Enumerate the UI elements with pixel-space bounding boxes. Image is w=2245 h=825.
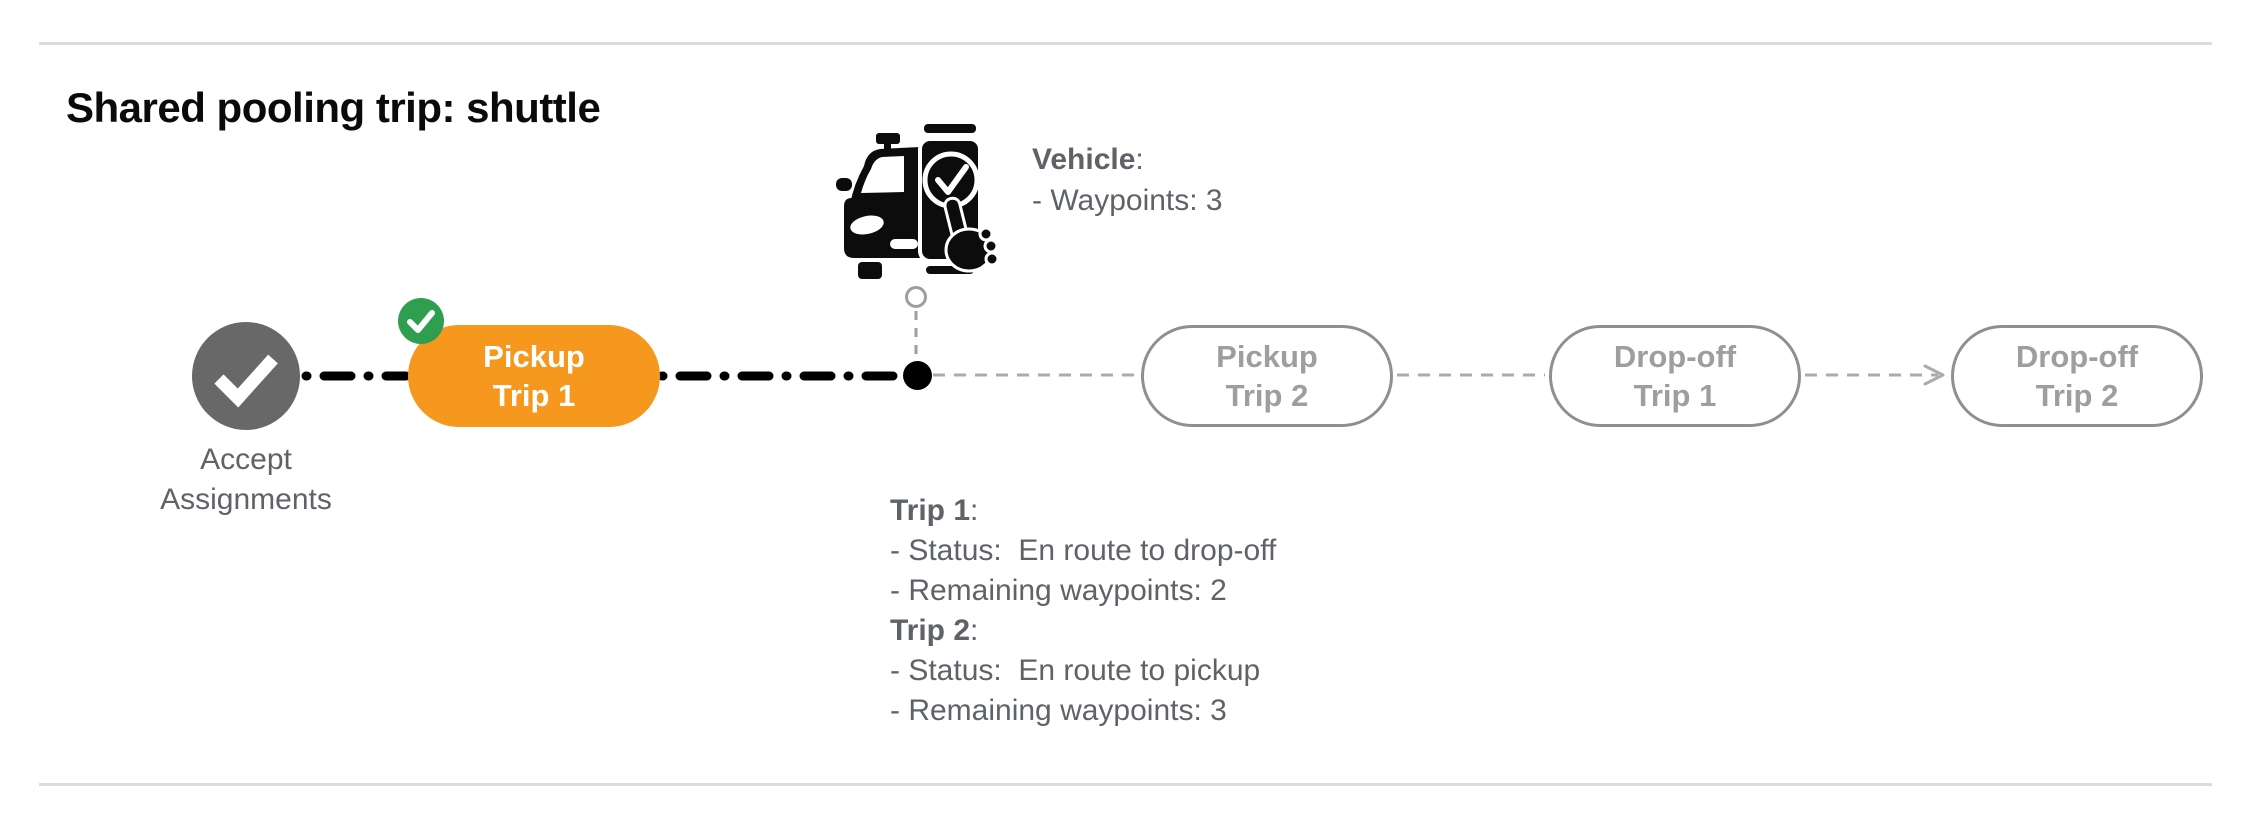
vehicle-position-ring-icon: [905, 286, 927, 308]
trip1-heading: Trip 1:: [890, 494, 979, 527]
node-pickup-trip-2: Pickup Trip 2: [1141, 325, 1393, 427]
trip2-remaining: - Remaining waypoints: 3: [890, 694, 1227, 727]
node-dropoff-trip-2: Drop-off Trip 2: [1951, 325, 2203, 427]
check-icon: [214, 354, 278, 408]
check-badge-icon: [398, 298, 444, 344]
taxi-phone-check-icon: [836, 120, 1000, 280]
vehicle-waypoints: - Waypoints: 3: [1032, 184, 1223, 217]
top-divider: [39, 42, 2212, 45]
trip2-status: - Status: En route to pickup: [890, 654, 1261, 687]
node-label-line2: Trip 1: [492, 378, 576, 413]
node-pickup-trip-1: Pickup Trip 1: [408, 325, 660, 427]
current-position-dot: [903, 361, 932, 390]
accept-assignments-node: [192, 322, 300, 430]
trip1-remaining: - Remaining waypoints: 2: [890, 574, 1227, 607]
vehicle-heading: Vehicle:: [1032, 143, 1144, 176]
node-label-line2: Trip 2: [1225, 378, 1309, 413]
arrowhead-icon: [1923, 364, 1945, 386]
trip2-heading: Trip 2:: [890, 614, 979, 647]
node-label-line1: Drop-off: [2015, 339, 2139, 374]
accept-label-line2: Assignments: [160, 483, 332, 516]
bottom-divider: [39, 783, 2212, 786]
node-label-line1: Drop-off: [1613, 339, 1737, 374]
accept-label-line1: Accept: [200, 443, 292, 476]
node-label-line2: Trip 2: [2035, 378, 2119, 413]
trip1-status: - Status: En route to drop-off: [890, 534, 1277, 567]
trip-status-block: Trip 1: - Status: En route to drop-off -…: [890, 491, 1276, 731]
node-label-line1: Pickup: [483, 339, 585, 374]
node-dropoff-trip-1: Drop-off Trip 1: [1549, 325, 1801, 427]
vehicle-info: Vehicle: - Waypoints: 3: [1032, 139, 1223, 221]
accept-assignments-label: Accept Assignments: [46, 440, 446, 520]
node-label-line2: Trip 1: [1633, 378, 1717, 413]
page-title: Shared pooling trip: shuttle: [66, 84, 601, 131]
node-label-line1: Pickup: [1216, 339, 1318, 374]
